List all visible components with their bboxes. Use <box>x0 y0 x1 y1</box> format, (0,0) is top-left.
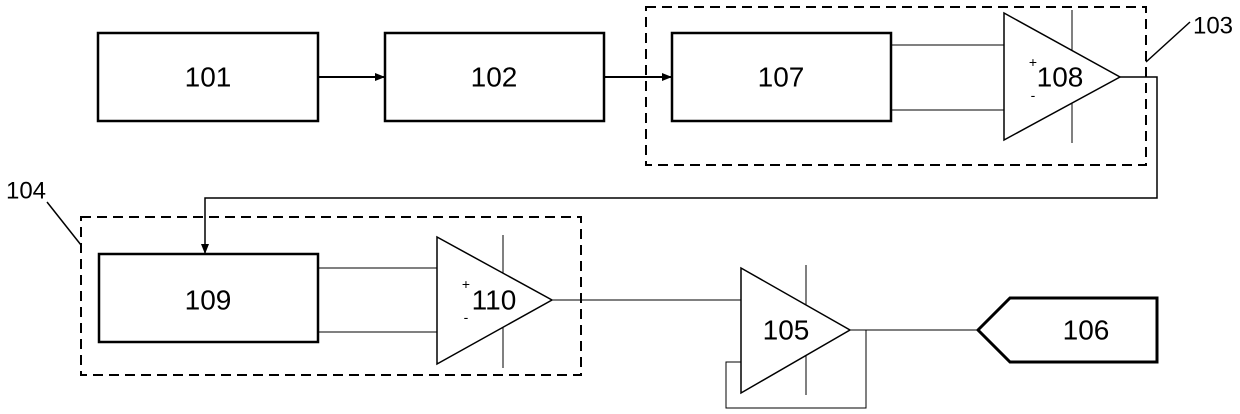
block-101: 101 <box>98 33 318 121</box>
block-102-label: 102 <box>471 62 518 93</box>
group-103-label: 103 <box>1193 13 1233 40</box>
amp-110-label: 110 <box>472 285 517 316</box>
amplifier-108: + - 108 <box>1004 10 1120 143</box>
block-102: 102 <box>385 33 604 121</box>
amplifier-110: + - 110 <box>437 235 552 368</box>
amp-108-minus: - <box>1031 87 1036 103</box>
group-104-label: 104 <box>6 178 46 205</box>
ref-line-104 <box>47 202 81 245</box>
amp-108-label: 108 <box>1037 62 1084 93</box>
block-101-label: 101 <box>185 62 232 93</box>
ref-line-103 <box>1146 22 1190 62</box>
block-109: 109 <box>99 254 318 342</box>
output-terminal-106: 106 <box>978 298 1157 362</box>
amplifier-105: 105 <box>726 265 866 408</box>
block-109-label: 109 <box>185 285 232 316</box>
block-107: 107 <box>672 33 891 121</box>
block-107-label: 107 <box>758 62 805 93</box>
terminal-106-label: 106 <box>1063 315 1110 346</box>
amp-110-minus: - <box>464 309 469 325</box>
amp-105-label: 105 <box>763 315 810 346</box>
amp-110-plus: + <box>462 276 470 292</box>
